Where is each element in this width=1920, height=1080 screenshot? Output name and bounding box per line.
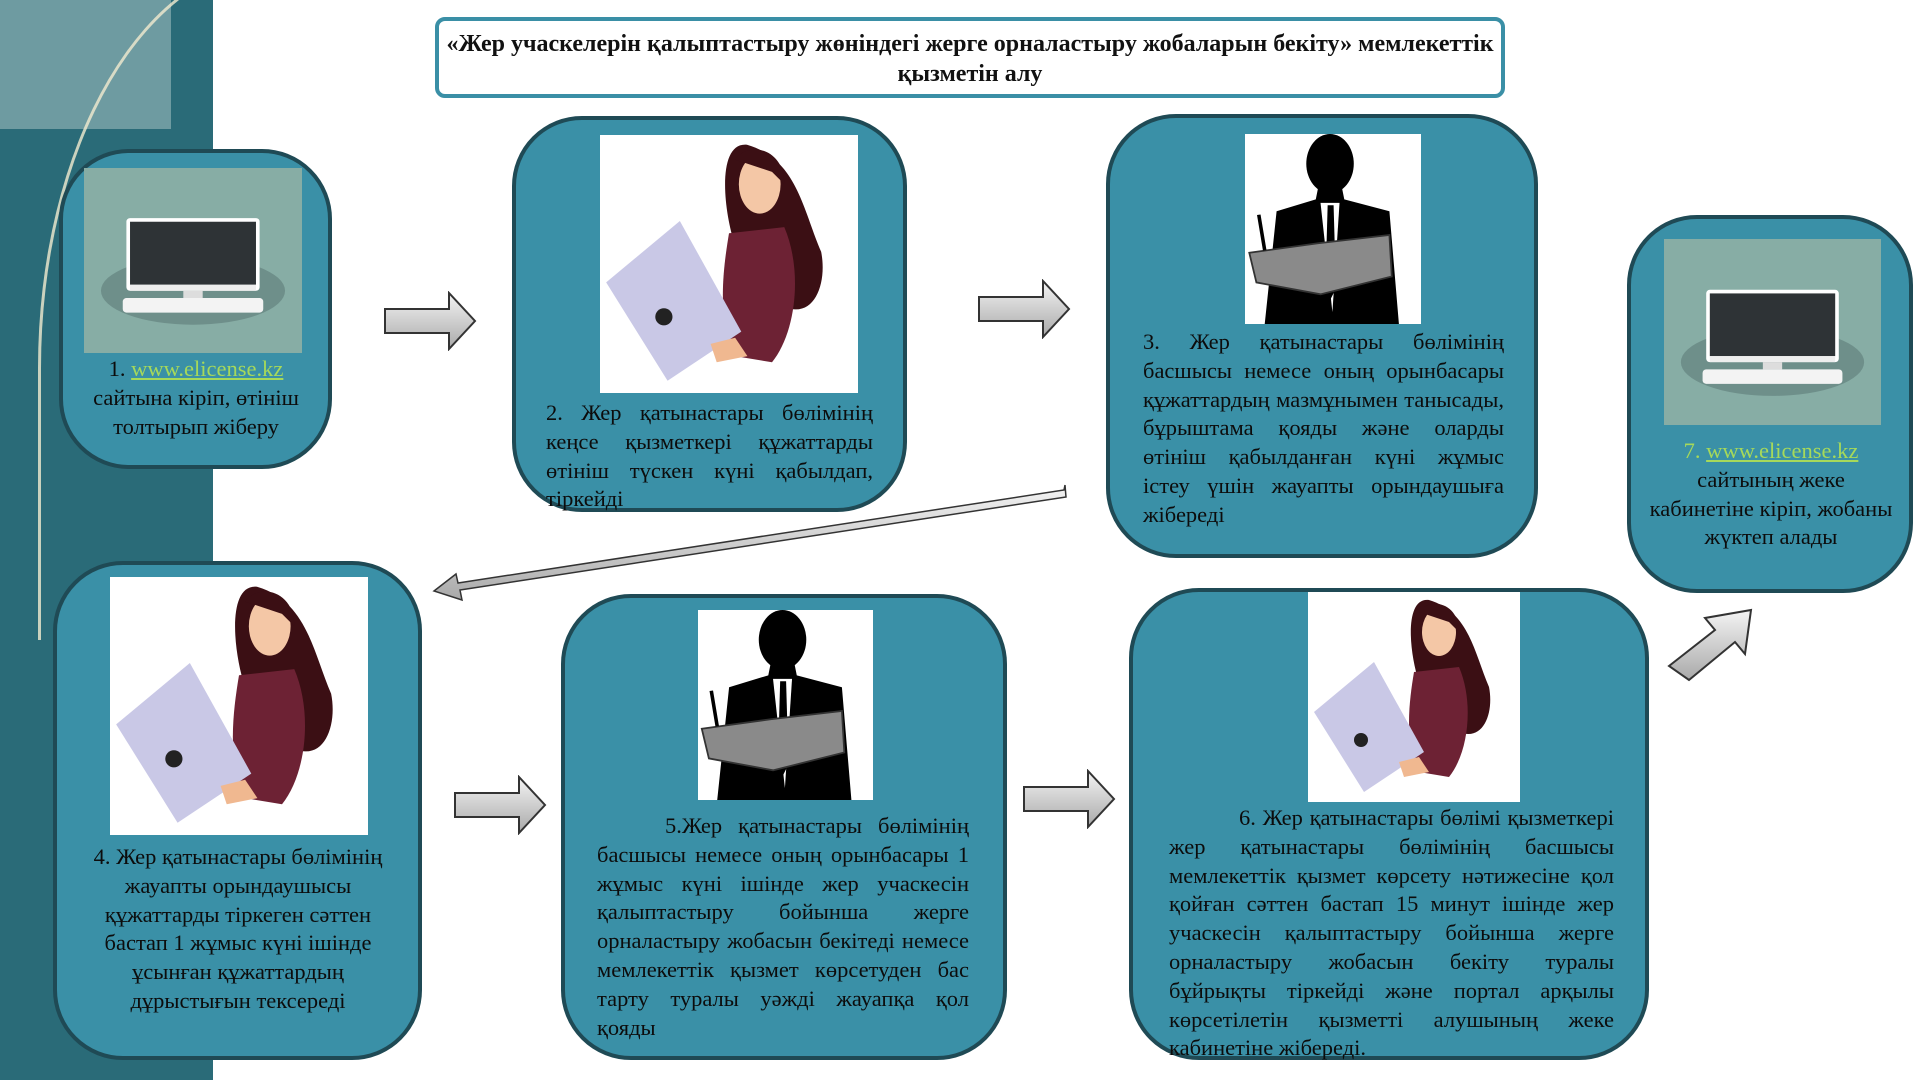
- step-2-box: 2. Жер қатынастары бөлімінің кеңсе қызме…: [512, 116, 907, 512]
- step-7-box: 7. www.elicense.kz сайтының жеке кабинет…: [1627, 215, 1913, 593]
- woman-laptop-icon: [110, 577, 368, 835]
- woman-laptop-icon: [1308, 592, 1520, 802]
- step-text: 4. Жер қатынастары бөлімінің жауапты оры…: [93, 844, 383, 1013]
- step-text: сайтының жеке кабинетіне кіріп, жобаны ж…: [1649, 466, 1893, 550]
- businessman-icon: [698, 610, 873, 800]
- step-4-box: 4. Жер қатынастары бөлімінің жауапты оры…: [53, 561, 422, 1060]
- computer-icon: [84, 168, 302, 353]
- elicense-link[interactable]: www.elicense.kz: [131, 356, 284, 381]
- arrow-right-icon: [454, 775, 547, 835]
- computer-icon: [1664, 239, 1881, 425]
- step-6-box: 6. Жер қатынастары бөлімі қызметкері жер…: [1129, 588, 1649, 1060]
- decor-arc: [38, 0, 438, 640]
- arrow-right-icon: [1023, 769, 1116, 829]
- step-number: 1.: [108, 356, 126, 381]
- woman-laptop-icon: [600, 135, 858, 393]
- elicense-link[interactable]: www.elicense.kz: [1706, 438, 1859, 463]
- step-text: 2. Жер қатынастары бөлімінің кеңсе қызме…: [546, 400, 873, 512]
- step-text: сайтына кіріп, өтініш толтырып жіберу: [93, 384, 299, 439]
- arrow-right-icon: [978, 279, 1071, 339]
- arrow-right-icon: [384, 291, 477, 351]
- step-1-box: 1. www.elicense.kz сайтына кіріп, өтініш…: [59, 149, 332, 469]
- step-text: 5.Жер қатынастары бөлімінің басшысы неме…: [597, 813, 969, 1040]
- page-title: «Жер учаскелерін қалыптастыру жөніндегі …: [435, 17, 1505, 98]
- step-5-box: 5.Жер қатынастары бөлімінің басшысы неме…: [561, 594, 1007, 1060]
- step-text: 6. Жер қатынастары бөлімі қызметкері жер…: [1169, 805, 1614, 1061]
- businessman-icon: [1245, 134, 1421, 324]
- step-3-box: 3. Жер қатынастары бөлімінің басшысы нем…: [1106, 114, 1538, 558]
- arrow-down-left-icon: [432, 484, 1067, 602]
- step-text: 3. Жер қатынастары бөлімінің басшысы нем…: [1143, 329, 1504, 527]
- step-number: 7.: [1683, 438, 1701, 463]
- arrow-up-right-icon: [1667, 608, 1753, 682]
